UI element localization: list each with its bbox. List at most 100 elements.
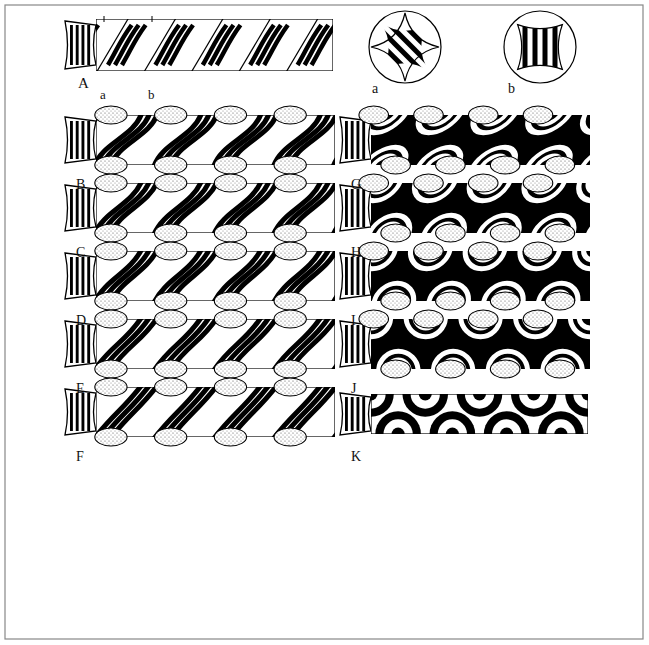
lump	[436, 224, 466, 242]
lump	[468, 174, 498, 192]
drawing-part	[362, 397, 365, 431]
drawing-part	[570, 319, 590, 337]
drawing-part	[70, 25, 73, 65]
lump	[274, 242, 306, 260]
tick	[152, 16, 153, 22]
panel-letter: F	[76, 450, 84, 464]
panel-letter: b	[148, 88, 155, 101]
lump	[95, 156, 127, 174]
drawing-part	[82, 257, 85, 295]
drawing-part	[362, 325, 365, 363]
drawing-part	[484, 411, 530, 434]
panel-letter: a	[372, 82, 378, 96]
drawing-part	[169, 25, 193, 65]
lump	[414, 174, 444, 192]
drawing-part	[546, 419, 575, 434]
drawing-part	[264, 25, 288, 65]
drawing-part	[519, 394, 548, 409]
drawing-part	[82, 393, 85, 431]
drawing-part	[345, 189, 348, 227]
lump	[274, 310, 306, 328]
lump	[274, 106, 306, 124]
drawing-part	[87, 325, 90, 363]
lump	[523, 106, 553, 124]
drawing-part	[87, 189, 90, 227]
drawing-part	[374, 23, 428, 77]
drawing-part	[565, 394, 588, 417]
drawing-part	[96, 19, 333, 71]
lump	[490, 224, 520, 242]
drawing-part	[87, 393, 90, 431]
lump	[95, 174, 127, 192]
lump	[214, 292, 246, 310]
lump	[95, 106, 127, 124]
lump	[545, 292, 575, 310]
lump	[214, 106, 246, 124]
panel-letter: a	[100, 88, 106, 101]
drawing-part	[82, 25, 85, 65]
panel-letter: C	[76, 246, 85, 260]
panel-letter: b	[508, 82, 515, 96]
drawing-part	[527, 394, 540, 401]
drawing-part	[371, 394, 386, 409]
drawing-part	[367, 30, 421, 84]
drawing-part	[473, 394, 486, 401]
drawing-part	[573, 183, 590, 201]
drawing-part	[538, 411, 584, 434]
drawing-part	[312, 25, 333, 65]
lump	[545, 224, 575, 242]
lump	[274, 360, 306, 378]
end-cap	[340, 117, 371, 163]
drawing-part	[76, 257, 79, 295]
cross-section	[504, 11, 576, 83]
drawing-part	[572, 251, 590, 269]
drawing-part	[345, 121, 348, 159]
drawing-part	[351, 397, 354, 431]
panel-letter: J	[351, 382, 356, 396]
drawing-part	[82, 189, 85, 227]
lump	[436, 360, 466, 378]
lump	[359, 310, 389, 328]
lump	[155, 428, 187, 446]
drawing-part	[345, 397, 348, 431]
lump	[274, 156, 306, 174]
panel-letter: H	[351, 246, 361, 260]
lump	[490, 292, 520, 310]
twisted-rod	[96, 19, 333, 71]
drawing-part	[70, 189, 73, 227]
drawing-part	[357, 189, 360, 227]
lump	[214, 174, 246, 192]
drawing-part	[70, 257, 73, 295]
drawing-part	[500, 427, 513, 434]
drawing-part	[362, 121, 365, 159]
lump	[274, 378, 306, 396]
drawing-part	[579, 319, 590, 328]
drawing-part	[217, 25, 241, 65]
drawing-part	[70, 325, 73, 363]
drawing-part	[543, 11, 548, 83]
drawing-part	[76, 25, 79, 65]
drawing-part	[357, 397, 360, 431]
cross-section	[367, 9, 443, 85]
drawing-part	[574, 115, 590, 133]
drawing-part	[371, 394, 378, 401]
drawing-part	[362, 257, 365, 295]
drawing-part	[392, 427, 405, 434]
drawing-part	[76, 189, 79, 227]
drawing-part	[523, 11, 528, 83]
lump	[490, 156, 520, 174]
lump	[381, 360, 411, 378]
drawing-part	[340, 117, 371, 163]
lump	[95, 242, 127, 260]
end-cap	[65, 117, 96, 163]
drawing-part	[465, 394, 494, 409]
drawing-part	[351, 121, 354, 159]
lump	[214, 224, 246, 242]
lump	[414, 242, 444, 260]
drawing-part	[581, 394, 588, 401]
lump	[468, 310, 498, 328]
drawing-part	[388, 9, 442, 63]
drawing-part	[87, 121, 90, 159]
panel-letter: K	[351, 450, 361, 464]
